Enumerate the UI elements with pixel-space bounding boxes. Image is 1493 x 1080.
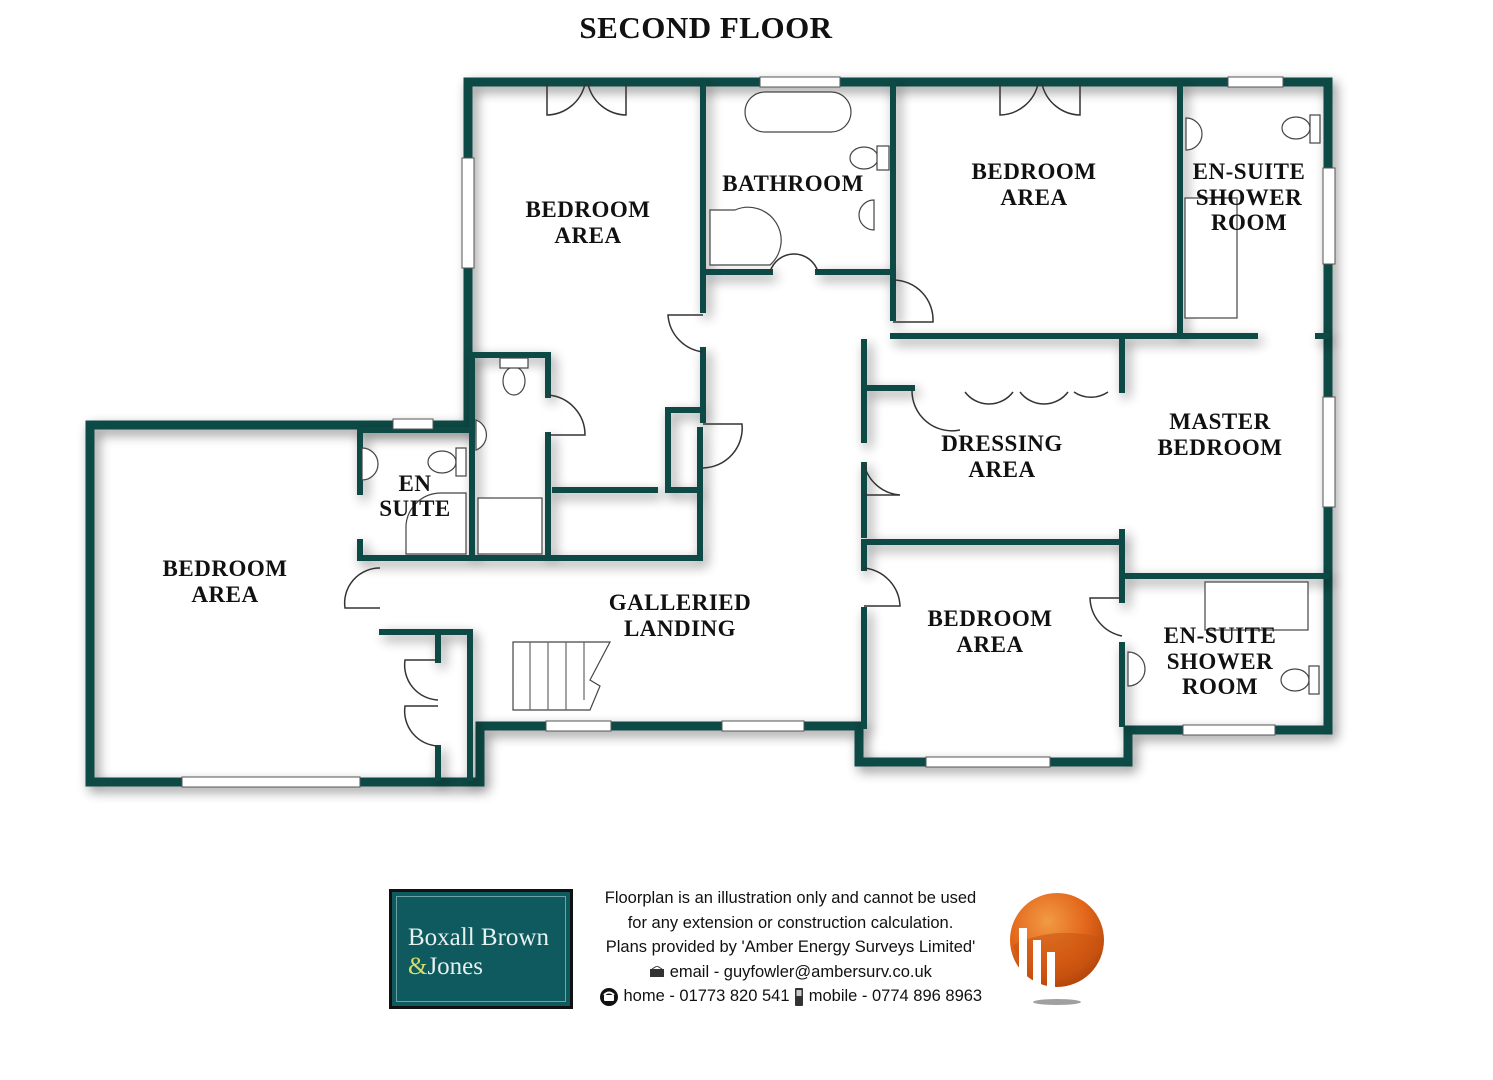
toilet-icon	[1280, 668, 1310, 692]
sink-icon	[1127, 651, 1146, 687]
windows	[181, 76, 1336, 788]
brand-line-1: Boxall Brown	[408, 924, 549, 951]
doors	[343, 83, 1123, 747]
sink-icon	[361, 447, 379, 481]
toilet-icon	[502, 366, 526, 396]
shower-icon	[709, 206, 782, 266]
bathtub-icon	[744, 91, 852, 133]
toilet-icon	[427, 450, 457, 474]
fixtures	[361, 91, 1321, 711]
stairs-icon	[512, 641, 611, 711]
amber-surveys-logo	[1010, 893, 1104, 1005]
floor-title: SECOND FLOOR	[579, 10, 833, 45]
shower-tray-icon	[1184, 197, 1238, 319]
agent-logo: Boxall Brown &Jones	[389, 889, 573, 1009]
disclaimer-block: Floorplan is an illustration only and ca…	[578, 886, 1003, 1009]
shower-tray-icon	[1204, 581, 1309, 631]
interior-walls	[357, 81, 1329, 781]
disclaimer-line: for any extension or construction calcul…	[627, 913, 954, 932]
home-phone-text: home - 01773 820 541	[623, 987, 790, 1005]
phone-line: home - 01773 820 541 mobile - 0774 896 8…	[578, 984, 1003, 1009]
room-label-bathroom: BATHROOM	[722, 171, 864, 196]
toilet-icon	[849, 146, 879, 170]
brand-line-2: &Jones	[408, 953, 484, 980]
shower-tray-icon	[477, 497, 543, 555]
shower-icon	[405, 492, 467, 555]
sink-icon	[1185, 117, 1203, 151]
email-icon	[650, 966, 665, 978]
disclaimer-line: Plans provided by 'Amber Energy Surveys …	[605, 938, 976, 956]
walls	[85, 77, 1333, 787]
sink-icon	[475, 419, 488, 451]
sink-icon	[858, 199, 875, 231]
email-text: email - guyfowler@ambersurv.co.uk	[669, 962, 932, 981]
disclaimer-line: Floorplan is an illustration only and ca…	[604, 889, 977, 907]
mobile-icon	[795, 987, 804, 1006]
toilet-icon	[1281, 116, 1311, 140]
mobile-phone-text: mobile - 0774 896 8963	[808, 987, 983, 1005]
email-line: email - guyfowler@ambersurv.co.uk	[578, 960, 1003, 985]
phone-icon	[599, 987, 618, 1006]
